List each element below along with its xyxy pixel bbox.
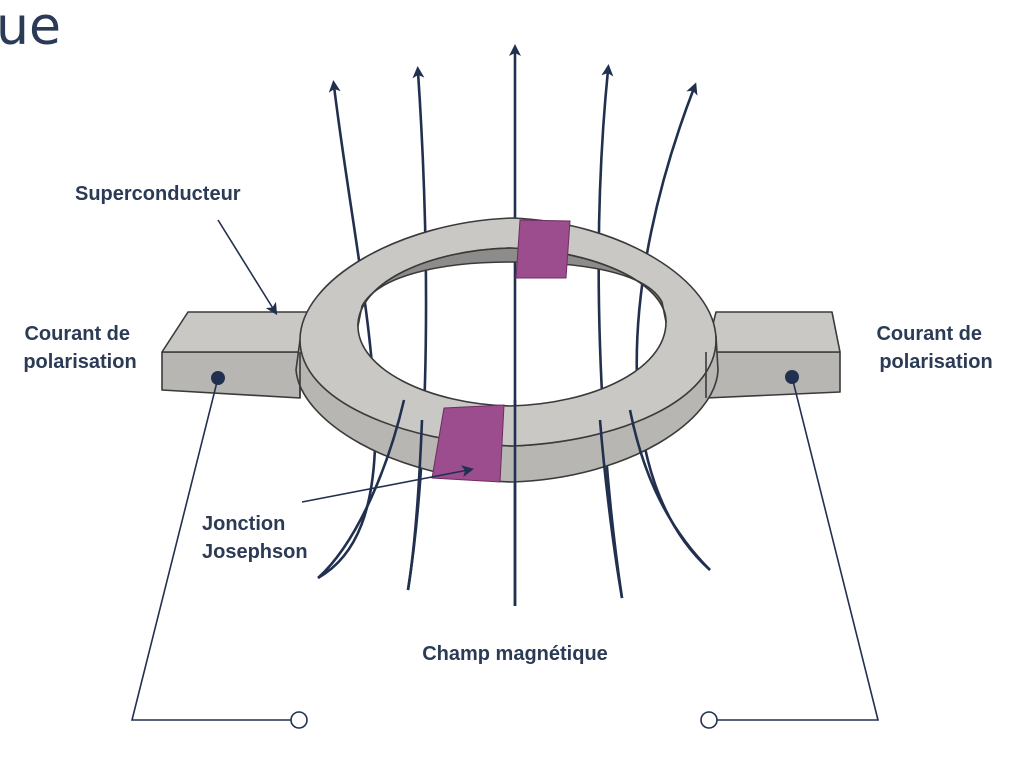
open-terminal-right <box>700 711 718 729</box>
label-bias-left-line2: polarisation <box>23 351 136 373</box>
josephson-junctions <box>431 219 571 483</box>
label-bias-right-line2: polarisation <box>879 351 992 373</box>
field-lines-front <box>317 399 711 606</box>
junction-front <box>431 404 505 483</box>
leader-junction <box>301 465 474 503</box>
label-junction-line2: Josephson <box>202 541 308 563</box>
label-field: Champ magnétique <box>422 643 608 665</box>
ring-inner-wall <box>357 247 667 327</box>
label-bias-right: Courant de polarisation <box>876 323 992 373</box>
right-tab <box>705 311 841 399</box>
junction-back <box>515 219 571 279</box>
wire-left <box>130 377 292 721</box>
label-junction: Jonction Josephson <box>202 513 308 563</box>
page-heading-fragment: ue <box>0 0 61 57</box>
superconductor-ring <box>161 217 841 483</box>
label-bias-right-line1: Courant de <box>876 323 982 345</box>
open-terminal-left <box>290 711 308 729</box>
leaders <box>217 219 474 503</box>
field-line-inner-right <box>597 64 624 599</box>
label-superconducteur: Superconducteur <box>75 183 241 205</box>
bias-circuit <box>130 370 880 729</box>
leader-superconducteur <box>217 219 278 316</box>
label-bias-left-line1: Courant de <box>24 323 130 345</box>
label-junction-line1: Jonction <box>202 513 285 535</box>
wire-right <box>716 376 880 721</box>
left-tab <box>161 311 327 399</box>
label-bias-left: Courant de polarisation <box>23 323 136 373</box>
